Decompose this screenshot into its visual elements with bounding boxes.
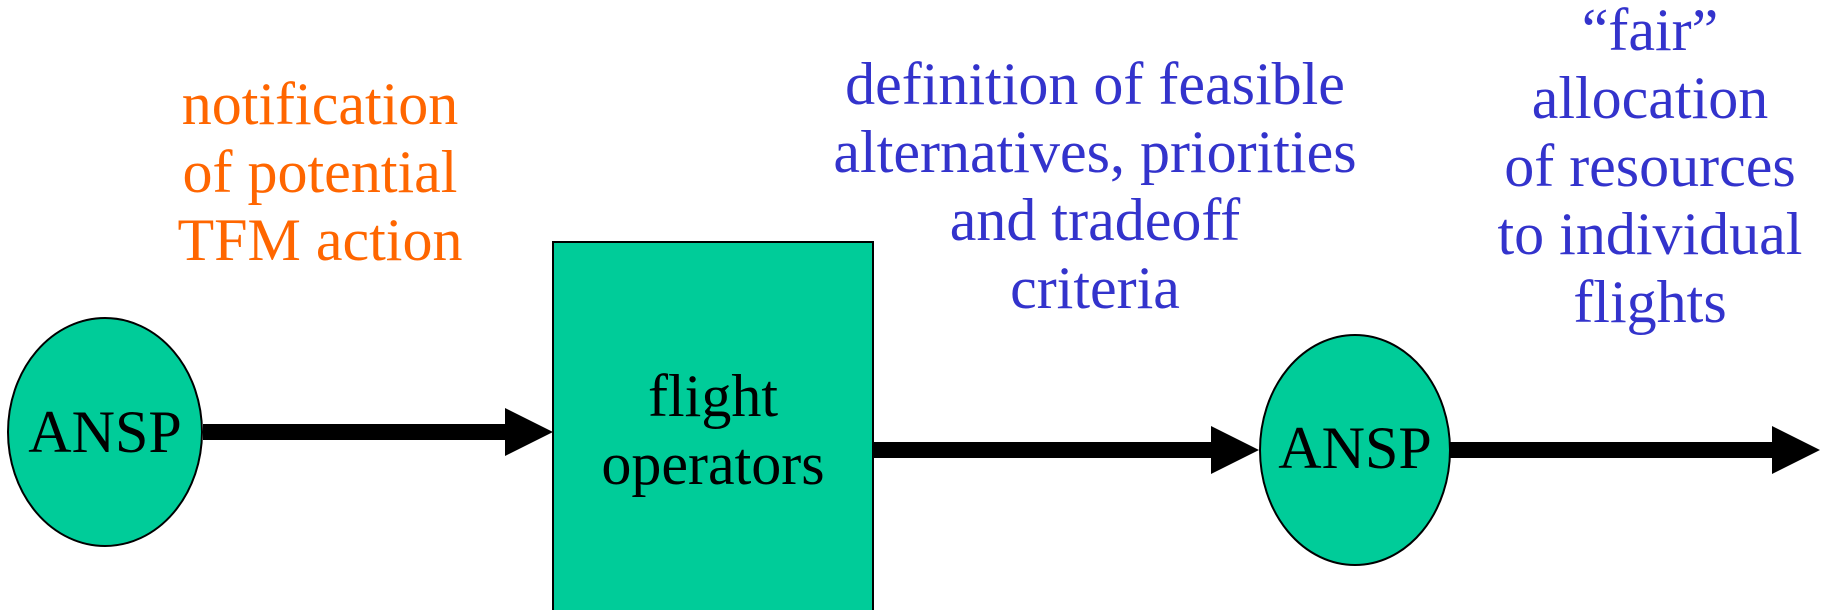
definition-line-4: criteria: [1010, 255, 1180, 321]
ansp-node-right: [1259, 334, 1451, 566]
flight-operators-line-2: operators: [601, 431, 825, 497]
arrow-shaft: [873, 442, 1219, 458]
flight-operators-label: flight operators: [553, 362, 873, 498]
ansp-left-label: ANSP: [28, 399, 182, 465]
arrow-ansp-to-operators: [203, 408, 553, 456]
allocation-line-3: of resources: [1504, 133, 1796, 199]
allocation-annotation: “fair” allocation of resources to indivi…: [1480, 0, 1820, 336]
notification-line-3: TFM action: [177, 207, 463, 273]
arrow-shaft: [203, 424, 513, 440]
arrow-ansp-to-allocation: [1450, 426, 1820, 474]
notification-line-2: of potential: [182, 139, 458, 205]
allocation-line-2: allocation: [1531, 65, 1769, 131]
ansp-node-left: [7, 317, 203, 547]
notification-annotation: notification of potential TFM action: [150, 70, 490, 274]
arrow-head: [505, 408, 553, 456]
allocation-line-5: flights: [1573, 269, 1727, 335]
definition-line-2: alternatives, priorities: [833, 119, 1357, 185]
definition-line-3: and tradeoff: [949, 187, 1241, 253]
arrow-head: [1772, 426, 1820, 474]
arrow-head: [1211, 426, 1259, 474]
flight-operators-line-1: flight: [648, 363, 778, 429]
allocation-line-4: to individual: [1497, 201, 1803, 267]
definition-line-1: definition of feasible: [845, 51, 1345, 117]
arrow-shaft: [1450, 442, 1780, 458]
ansp-right-label: ANSP: [1278, 415, 1432, 481]
allocation-line-1: “fair”: [1581, 0, 1719, 63]
arrow-operators-to-ansp: [873, 426, 1259, 474]
flight-operators-node: [552, 241, 874, 615]
definition-annotation: definition of feasible alternatives, pri…: [805, 50, 1385, 322]
notification-line-1: notification: [181, 71, 459, 137]
